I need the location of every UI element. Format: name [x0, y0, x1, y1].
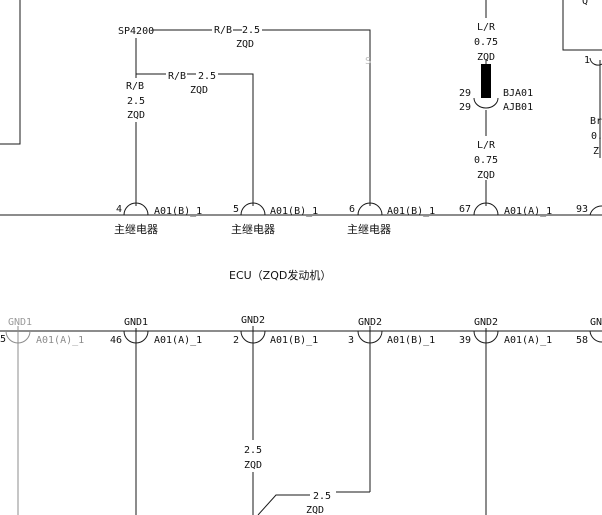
edge-gauge-label: 0.: [591, 131, 602, 142]
inline-conn-top: BJA01: [503, 88, 533, 99]
wire-c-code: ZQD: [127, 110, 145, 121]
pin-connector: A01(A)_1: [504, 206, 552, 217]
pin-number: 6: [349, 204, 355, 215]
pin-connector: A01(A)_1: [504, 335, 552, 346]
splice-label: SP4200: [118, 26, 154, 37]
pin-connector: A01(A)_1: [154, 335, 202, 346]
bottom-pin-3: GND2 3 A01(B)_1: [348, 317, 435, 492]
top-pin-4: 4 A01(B)_1 主继电器: [114, 202, 202, 236]
pin-number: 58: [576, 335, 588, 346]
bottom-pin-5: GND1 5 A01(A)_1: [0, 317, 84, 515]
pin-number: 67: [459, 204, 471, 215]
bottom-wire-b-gauge: 2.5: [313, 491, 331, 502]
pin-number: 93: [576, 204, 588, 215]
wire-a-color: R/B: [214, 25, 232, 36]
top-right-partial-box: [562, 0, 602, 51]
pin-gnd: GND2: [241, 315, 265, 326]
right-wire-gauge: 0.75: [474, 37, 498, 48]
pin-socket-arc: [589, 205, 602, 216]
pin-number: 39: [459, 335, 471, 346]
pin-component-name: 主继电器: [347, 223, 391, 236]
top-pin-67: 67 A01(A)_1: [459, 202, 552, 217]
pin-component-name: 主继电器: [231, 223, 275, 236]
pin-gnd: GND2: [358, 317, 382, 328]
bottom-pin-39: GND2 39 A01(A)_1: [459, 317, 552, 515]
faint-mark: S: [365, 56, 371, 67]
pin-socket-arc: [589, 330, 602, 343]
edge-code-label: Z: [593, 146, 599, 157]
pin-gnd: GN: [590, 317, 602, 328]
edge-br-label: Br: [590, 116, 602, 127]
right-wire-code: ZQD: [477, 52, 495, 63]
bottom-wire-a-gauge: 2.5: [244, 445, 262, 456]
pin-number: 2: [233, 335, 239, 346]
pin-socket-arc: [473, 202, 499, 216]
inline-conn-bottom: AJB01: [503, 102, 533, 113]
pin-gnd: GND1: [8, 317, 32, 328]
wire-c-color: R/B: [126, 81, 144, 92]
pin-number: 5: [0, 334, 6, 345]
right-wire-color: L/R: [477, 22, 496, 33]
pin-socket-arc: [240, 202, 266, 216]
wire-b-code: ZQD: [190, 85, 208, 96]
wire-c-gauge: 2.5: [127, 96, 145, 107]
wire-b-gauge: 2.5: [198, 71, 216, 82]
pin-number: 4: [116, 204, 122, 215]
top-pin-6: 6 A01(B)_1 主继电器: [347, 202, 435, 236]
pin-number: 5: [233, 204, 239, 215]
inline-pin-top: 29: [459, 88, 471, 99]
inline-pin-bottom: 29: [459, 102, 471, 113]
edge-box-pin: 1: [584, 55, 590, 66]
pin-connector: A01(B)_1: [387, 206, 435, 217]
inline-connector-arc: [473, 97, 499, 109]
pin-number: 46: [110, 335, 122, 346]
pin-connector: A01(B)_1: [387, 335, 435, 346]
pin-connector: A01(A)_1: [36, 335, 84, 346]
pin-gnd: GND1: [124, 317, 148, 328]
wire-c-label-bg: [124, 78, 150, 122]
inline-connector-body: [481, 64, 491, 98]
wire-b-color: R/B: [168, 71, 186, 82]
top-pin-5: 5 A01(B)_1 主继电器: [231, 202, 318, 236]
top-pin-93: 93: [576, 204, 602, 216]
pin-component-name: 主继电器: [114, 223, 158, 236]
bottom-pin-46: GND1 46 A01(A)_1: [110, 317, 202, 515]
pin-number: 3: [348, 335, 354, 346]
bottom-wire-a-code: ZQD: [244, 460, 262, 471]
right-wire-color-2: L/R: [477, 140, 496, 151]
ecu-label: ECU（ZQD发动机）: [229, 268, 331, 282]
wire-a-gauge: 2.5: [242, 25, 260, 36]
bottom-pin-2: GND2 2 A01(B)_1: [233, 315, 318, 440]
edge-box-pin-arc: [589, 57, 602, 66]
pin-connector: A01(B)_1: [154, 206, 202, 217]
left-partial-box: [0, 0, 21, 145]
wire-to-pin5: [136, 73, 254, 206]
pin-connector: A01(B)_1: [270, 206, 318, 217]
right-wire-gauge-2: 0.75: [474, 155, 498, 166]
right-wire-code-2: ZQD: [477, 170, 495, 181]
edge-q-label: Q: [582, 0, 588, 7]
pin-socket-arc: [357, 202, 383, 216]
pin-connector: A01(B)_1: [270, 335, 318, 346]
bottom-pin-58: GN 58: [576, 317, 602, 346]
pin-gnd: GND2: [474, 317, 498, 328]
pin-socket-arc: [123, 202, 149, 216]
wire-to-pin6: [152, 29, 371, 206]
wire-a-code: ZQD: [236, 39, 254, 50]
bottom-wire-b-code: ZQD: [306, 505, 324, 515]
